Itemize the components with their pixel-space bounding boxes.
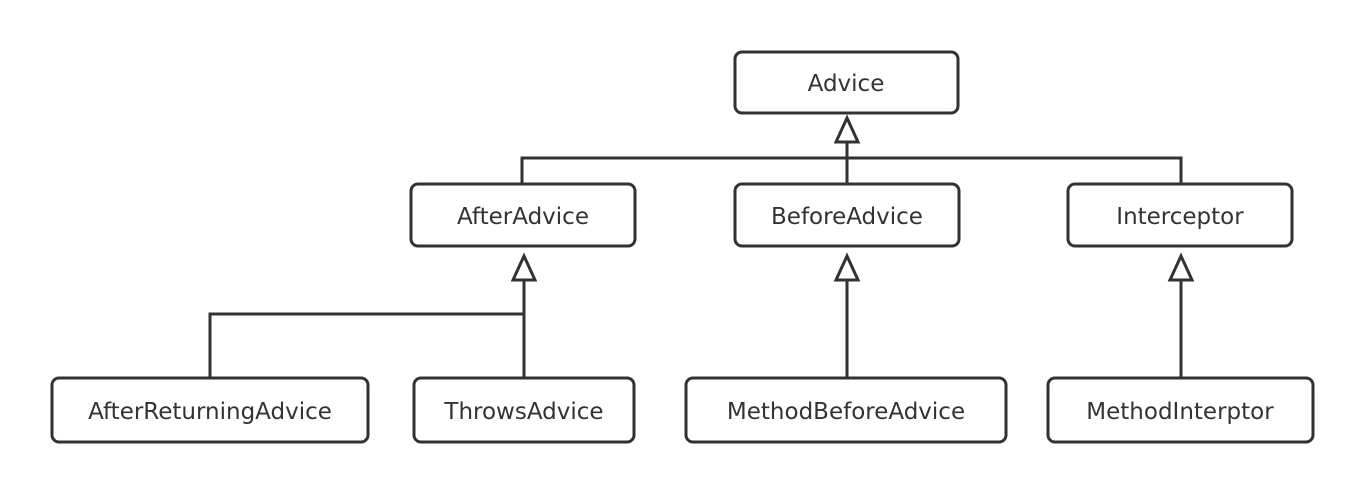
node-methodinterptor: MethodInterptor xyxy=(1046,376,1315,444)
node-label-throwsadvice: ThrowsAdvice xyxy=(443,399,603,425)
node-beforeadvice: BeforeAdvice xyxy=(733,182,961,248)
node-label-methodinterptor: MethodInterptor xyxy=(1086,399,1274,425)
node-box-beforeadvice xyxy=(733,182,961,248)
node-box-advice xyxy=(733,50,960,115)
connector-advice-children xyxy=(520,114,1183,184)
connector-afteradvice-children xyxy=(208,252,538,378)
inheritance-arrowhead-beforeadvice xyxy=(833,252,861,282)
node-label-interceptor: Interceptor xyxy=(1116,204,1244,230)
edge-afteradvice-to-advice xyxy=(520,156,1183,184)
node-box-afteradvice xyxy=(409,182,637,248)
node-methodbeforeadvice: MethodBeforeAdvice xyxy=(684,376,1008,444)
inheritance-arrowhead-advice xyxy=(833,114,861,144)
node-box-methodbeforeadvice xyxy=(684,376,1008,444)
inheritance-arrowhead-afteradvice xyxy=(510,252,538,282)
node-label-advice: Advice xyxy=(808,71,885,97)
node-advice: Advice xyxy=(733,50,960,115)
inheritance-arrowhead-interceptor xyxy=(1167,252,1195,282)
connector-interceptor-children xyxy=(1167,252,1195,378)
node-afteradvice: AfterAdvice xyxy=(409,182,637,248)
connector-beforeadvice-children xyxy=(833,252,861,378)
node-box-throwsadvice xyxy=(412,376,636,444)
node-label-beforeadvice: BeforeAdvice xyxy=(771,204,923,230)
edge-afterreturningadvice-to-afteradvice xyxy=(208,312,524,378)
node-label-methodbeforeadvice: MethodBeforeAdvice xyxy=(727,399,965,425)
node-throwsadvice: ThrowsAdvice xyxy=(412,376,636,444)
node-box-afterreturningadvice xyxy=(50,376,370,444)
node-box-interceptor xyxy=(1066,182,1294,248)
node-interceptor: Interceptor xyxy=(1066,182,1294,248)
node-afterreturningadvice: AfterReturningAdvice xyxy=(50,376,370,444)
node-label-afteradvice: AfterAdvice xyxy=(457,204,589,230)
node-label-afterreturningadvice: AfterReturningAdvice xyxy=(88,399,332,425)
node-box-methodinterptor xyxy=(1046,376,1315,444)
